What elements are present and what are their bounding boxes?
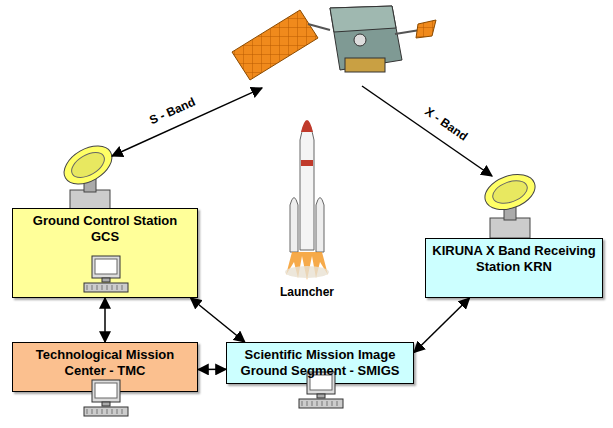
computer-icon [80,255,132,295]
key-row [332,401,333,406]
key-row [112,285,113,290]
link-arrow [104,298,106,342]
key-row [87,409,88,414]
monitor [307,372,335,394]
keyboard [84,407,128,416]
key-row [122,285,123,290]
station-box: KIRUNA X Band Receiving Station KRN [425,238,603,298]
key-row [97,285,98,290]
key-row [107,285,108,290]
key-row [327,401,328,406]
stand [102,278,110,282]
monitor [92,380,120,402]
link-label: X - Band [422,104,470,143]
antenna-dish [480,168,540,238]
antenna-dish [57,138,118,210]
link-arrow [198,369,226,371]
key-row [102,285,103,290]
key-row [317,401,318,406]
link-arrow [414,298,470,353]
node-label: KIRUNA X Band Receiving Station KRN [432,243,597,275]
screen [95,259,117,274]
launcher-label: Launcher [280,285,334,299]
stand [317,394,325,398]
station-box: Scientific Mission Image Ground Segment … [226,342,414,384]
key-row [307,401,308,406]
key-row [322,401,323,406]
node-label: Scientific Mission Image Ground Segment … [231,347,409,379]
key-row [337,401,338,406]
key-row [92,285,93,290]
stand [102,402,110,406]
monitor [92,256,120,278]
computer-icon [80,379,132,419]
key-row [312,401,313,406]
key-row [87,285,88,290]
key-row [92,409,93,414]
screen [95,383,117,398]
node-label: Ground Control Station GCS [23,213,188,245]
node-label: Technological Mission Center - TMC [23,347,188,379]
link-label: S - Band [147,95,197,128]
key-row [302,401,303,406]
key-row [97,409,98,414]
key-row [117,285,118,290]
key-row [117,409,118,414]
screen [310,375,332,390]
station-box: Ground Control Station GCS [12,208,198,298]
s-band-link [112,88,262,156]
launcher-rocket [285,120,329,280]
keyboard [84,283,128,292]
key-row [102,409,103,414]
keyboard [299,399,343,408]
key-row [122,409,123,414]
x-band-link [362,86,492,176]
station-box: Technological Mission Center - TMC [12,342,198,392]
key-row [107,409,108,414]
satellite [232,6,436,80]
link-arrow [191,298,245,342]
key-row [112,409,113,414]
